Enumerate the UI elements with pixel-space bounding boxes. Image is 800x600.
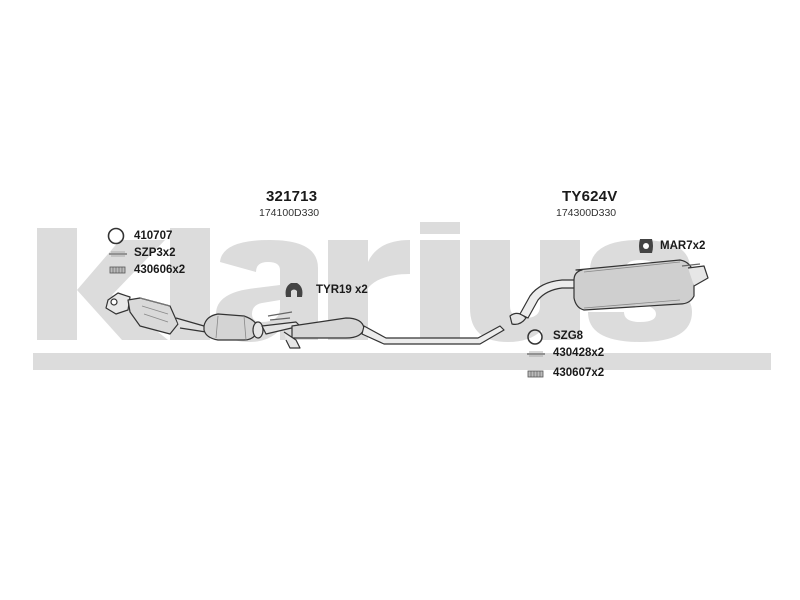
- assembly-oe-number: 174300D330: [556, 207, 617, 219]
- gasket-icon: [527, 329, 543, 345]
- rear-pipe-icon: [509, 279, 583, 325]
- rubber-hanger-icon: [285, 283, 303, 297]
- part-code: 430607x2: [553, 367, 605, 379]
- front-flange-icon: [105, 292, 131, 315]
- part-code: MAR7x2: [660, 240, 706, 252]
- bolt-icon: [527, 370, 544, 378]
- part-code: 430428x2: [553, 347, 605, 359]
- rear-silencer-icon: [573, 259, 709, 311]
- centre-pipe-icon: [261, 311, 505, 349]
- part-code: TYR19 x2: [316, 284, 368, 296]
- part-code: SZG8: [553, 330, 584, 342]
- spring-icon: [527, 351, 545, 357]
- assembly-number: TY624V: [562, 188, 618, 205]
- part-code: 410707: [134, 230, 173, 242]
- rubber-mount-icon: [639, 239, 653, 253]
- front-catalytic-converter-icon: [127, 297, 207, 335]
- spring-icon: [109, 251, 127, 257]
- assembly-oe-number: 174100D330: [259, 207, 320, 219]
- rear-catalytic-converter-icon: [203, 313, 264, 341]
- part-code: SZP3x2: [134, 247, 176, 259]
- assembly-number: 321713: [266, 188, 318, 205]
- clamp-ring-icon: [107, 227, 125, 245]
- bolt-icon: [109, 266, 126, 274]
- part-code: 430606x2: [134, 264, 186, 276]
